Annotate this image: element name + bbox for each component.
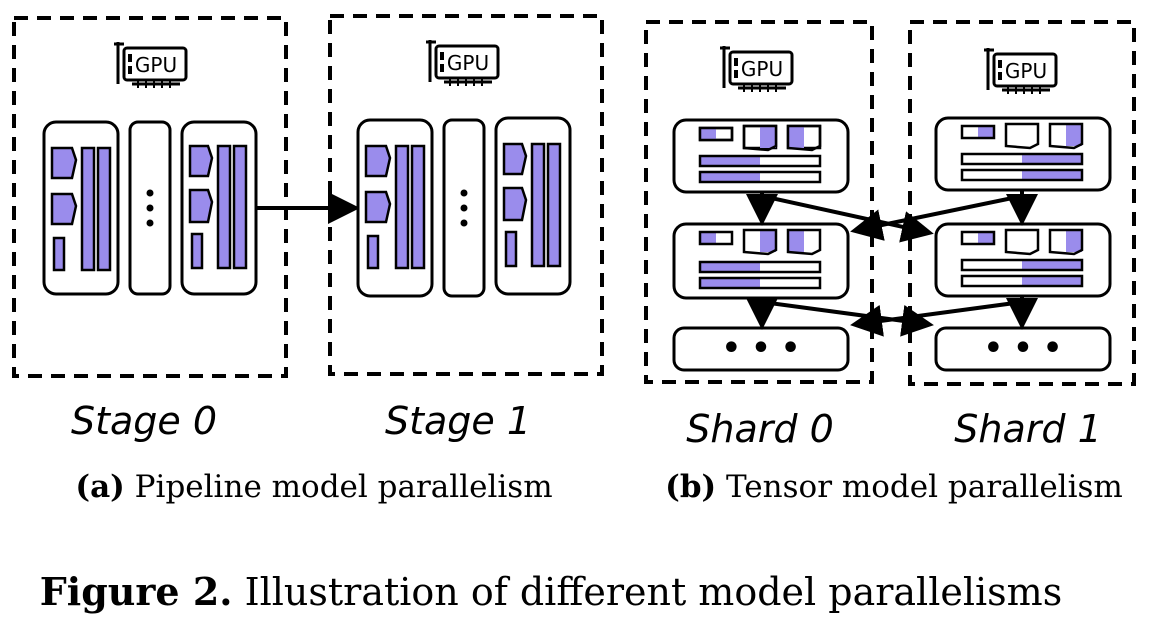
pipeline-caption-text: Pipeline model parallelism bbox=[125, 469, 553, 505]
ellipsis-text: • • • bbox=[984, 331, 1062, 366]
shard-0-frame bbox=[644, 20, 874, 384]
shard-0-label: Shard 0 bbox=[686, 407, 834, 451]
gpu-label: GPU bbox=[447, 51, 489, 75]
shard-1-layer bbox=[934, 116, 1112, 192]
figure-caption-text: Illustration of different model parallel… bbox=[233, 570, 1063, 614]
tensor-caption-prefix: (b) bbox=[665, 469, 716, 505]
gpu-label: GPU bbox=[741, 57, 783, 81]
layer-block bbox=[180, 120, 258, 296]
figure-caption-prefix: Figure 2. bbox=[40, 569, 233, 614]
stage-1-group: GPU bbox=[328, 14, 604, 376]
gpu-icon: GPU bbox=[718, 44, 794, 94]
cross-arrow bbox=[850, 194, 1023, 241]
gpu-icon: GPU bbox=[112, 40, 188, 90]
pipeline-caption: (a) Pipeline model parallelism bbox=[75, 469, 552, 505]
gpu-icon: GPU bbox=[424, 38, 500, 88]
shard-0-layer bbox=[672, 222, 850, 300]
ellipsis-text: • • • bbox=[722, 331, 800, 366]
shard-1-ellipsis-box: • • • bbox=[934, 326, 1112, 372]
tensor-caption-text: Tensor model parallelism bbox=[716, 469, 1123, 505]
ellipsis-block bbox=[442, 118, 486, 298]
gpu-label: GPU bbox=[1005, 59, 1047, 83]
figure-caption: Figure 2. Illustration of different mode… bbox=[40, 569, 1062, 614]
layer-block bbox=[494, 116, 572, 296]
stage-0-label: Stage 0 bbox=[71, 399, 217, 443]
ellipsis-block bbox=[128, 120, 172, 296]
cross-arrow bbox=[850, 300, 1023, 337]
shard-0-ellipsis-box: • • • bbox=[672, 326, 850, 372]
layer-block bbox=[42, 120, 120, 296]
stage-0-group: GPU bbox=[12, 16, 288, 378]
layer-block bbox=[356, 118, 434, 298]
shard-1-layer bbox=[934, 222, 1112, 298]
shard-0-layer bbox=[672, 118, 850, 194]
cross-arrow bbox=[761, 194, 934, 243]
stage-0-frame bbox=[12, 16, 288, 378]
gpu-label: GPU bbox=[135, 53, 177, 77]
shard-1-frame bbox=[908, 20, 1136, 386]
stage-1-label: Stage 1 bbox=[385, 399, 531, 443]
cross-arrow bbox=[761, 300, 934, 337]
stage-1-frame bbox=[328, 14, 604, 376]
pipeline-caption-prefix: (a) bbox=[75, 469, 124, 505]
shard-1-label: Shard 1 bbox=[954, 407, 1102, 451]
gpu-icon: GPU bbox=[982, 46, 1058, 96]
tensor-caption: (b) Tensor model parallelism bbox=[665, 469, 1123, 505]
